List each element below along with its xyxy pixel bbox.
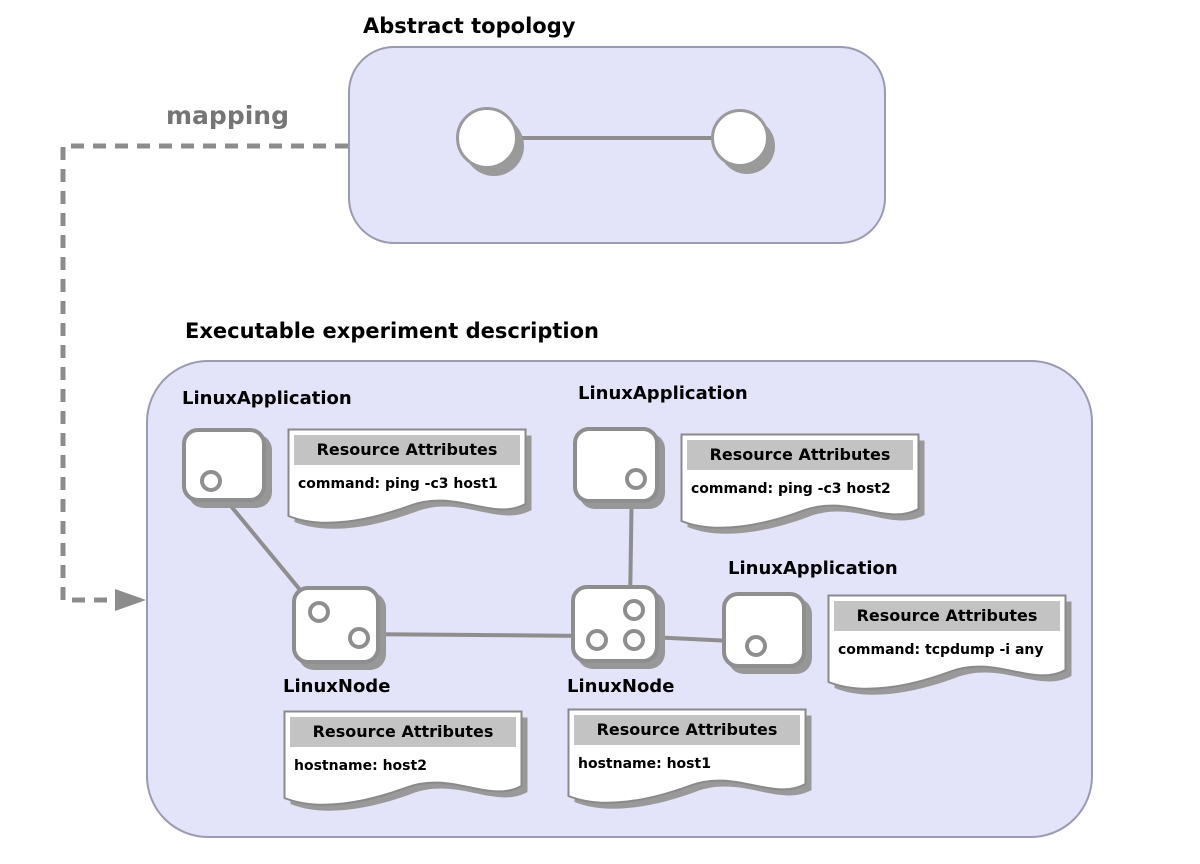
resource-attributes-note-app3: Resource Attributes command: tcpdump -i …: [827, 594, 1072, 698]
note-title: Resource Attributes: [290, 717, 516, 747]
note-body: command: ping -c3 host1: [298, 476, 498, 492]
executable-description-title: Executable experiment description: [185, 319, 599, 343]
resource-attributes-note-app1: Resource Attributes command: ping -c3 ho…: [287, 428, 532, 532]
linux-application-label-3: LinuxApplication: [728, 558, 898, 579]
abstract-topology-title: Abstract topology: [363, 14, 576, 38]
port-icon: [200, 470, 222, 492]
note-title: Resource Attributes: [294, 435, 520, 465]
linux-application-label-1: LinuxApplication: [182, 388, 352, 409]
note-body: command: ping -c3 host2: [691, 481, 891, 497]
linux-application-unit-2: [573, 427, 659, 503]
linux-application-label-2: LinuxApplication: [578, 383, 748, 404]
linux-node-unit-1: [292, 586, 380, 664]
mapping-label: mapping: [166, 101, 289, 130]
link-node1-node2: [354, 632, 594, 638]
linux-application-unit-1: [182, 428, 266, 502]
port-icon: [308, 601, 330, 623]
note-title: Resource Attributes: [834, 601, 1060, 631]
port-icon: [745, 635, 767, 657]
note-title: Resource Attributes: [687, 440, 913, 470]
note-title: Resource Attributes: [574, 715, 800, 745]
port-icon: [625, 468, 647, 490]
resource-attributes-note-node2: Resource Attributes hostname: host1: [567, 708, 812, 812]
note-body: hostname: host2: [294, 758, 427, 774]
port-icon: [623, 629, 645, 651]
port-icon: [623, 599, 645, 621]
mapping-arrowhead-icon: [115, 589, 146, 611]
resource-attributes-note-app2: Resource Attributes command: ping -c3 ho…: [680, 433, 925, 537]
linux-node-unit-2: [571, 585, 659, 663]
note-body: hostname: host1: [578, 756, 711, 772]
abstract-node-circle-left: [456, 107, 518, 169]
port-icon: [348, 627, 370, 649]
linux-application-unit-3: [722, 592, 806, 668]
port-icon: [586, 629, 608, 651]
mapping-dashed-arrow-line: [60, 143, 348, 603]
linux-node-label-2: LinuxNode: [567, 676, 675, 697]
linux-node-label-1: LinuxNode: [283, 676, 391, 697]
abstract-topology-panel: [348, 46, 886, 244]
resource-attributes-note-node1: Resource Attributes hostname: host2: [283, 710, 528, 814]
note-body: command: tcpdump -i any: [838, 642, 1044, 658]
abstract-node-circle-right: [711, 109, 769, 167]
